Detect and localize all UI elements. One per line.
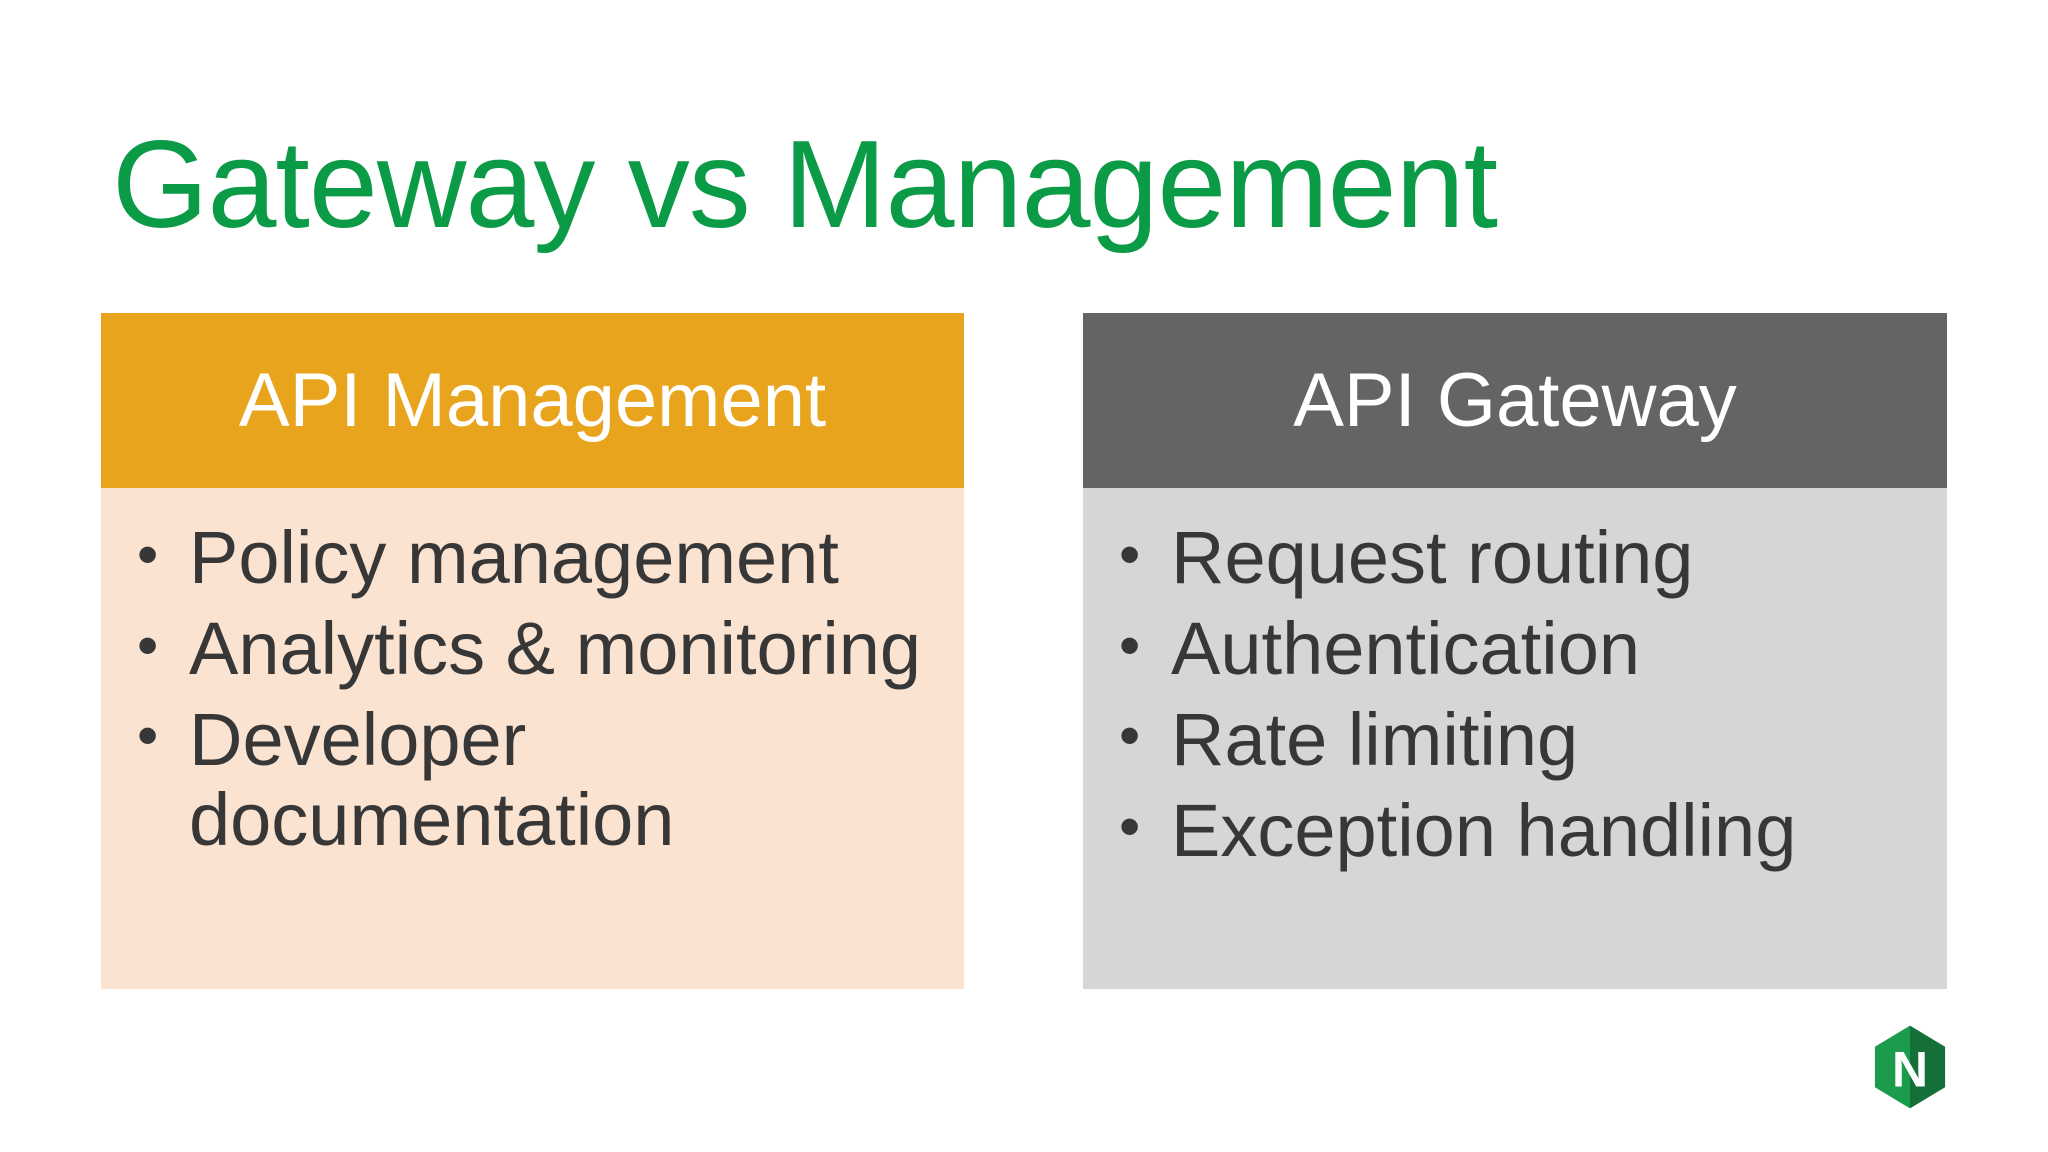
nginx-hexagon-left-face xyxy=(1874,1025,1910,1109)
api-gateway-body: Request routing Authentication Rate limi… xyxy=(1083,488,1947,989)
nginx-hexagon-right-face xyxy=(1910,1025,1946,1109)
api-management-header: API Management xyxy=(101,313,964,488)
api-gateway-list: Request routing Authentication Rate limi… xyxy=(1119,518,1927,871)
nginx-logo-icon: N xyxy=(1871,1024,1949,1110)
api-gateway-panel: API Gateway Request routing Authenticati… xyxy=(1083,313,1947,989)
api-gateway-header: API Gateway xyxy=(1083,313,1947,488)
list-item: Rate limiting xyxy=(1119,699,1927,780)
list-item: Exception handling xyxy=(1119,790,1927,871)
list-item: Developer documentation xyxy=(137,699,944,860)
list-item: Request routing xyxy=(1119,518,1927,598)
list-item: Policy management xyxy=(137,518,944,598)
api-management-panel: API Management Policy management Analyti… xyxy=(101,313,964,989)
list-item: Analytics & monitoring xyxy=(137,608,944,689)
api-management-list: Policy management Analytics & monitoring… xyxy=(137,518,944,860)
list-item: Authentication xyxy=(1119,608,1927,689)
nginx-logo-letter: N xyxy=(1892,1042,1928,1098)
api-management-body: Policy management Analytics & monitoring… xyxy=(101,488,964,989)
page-title: Gateway vs Management xyxy=(112,116,1498,255)
